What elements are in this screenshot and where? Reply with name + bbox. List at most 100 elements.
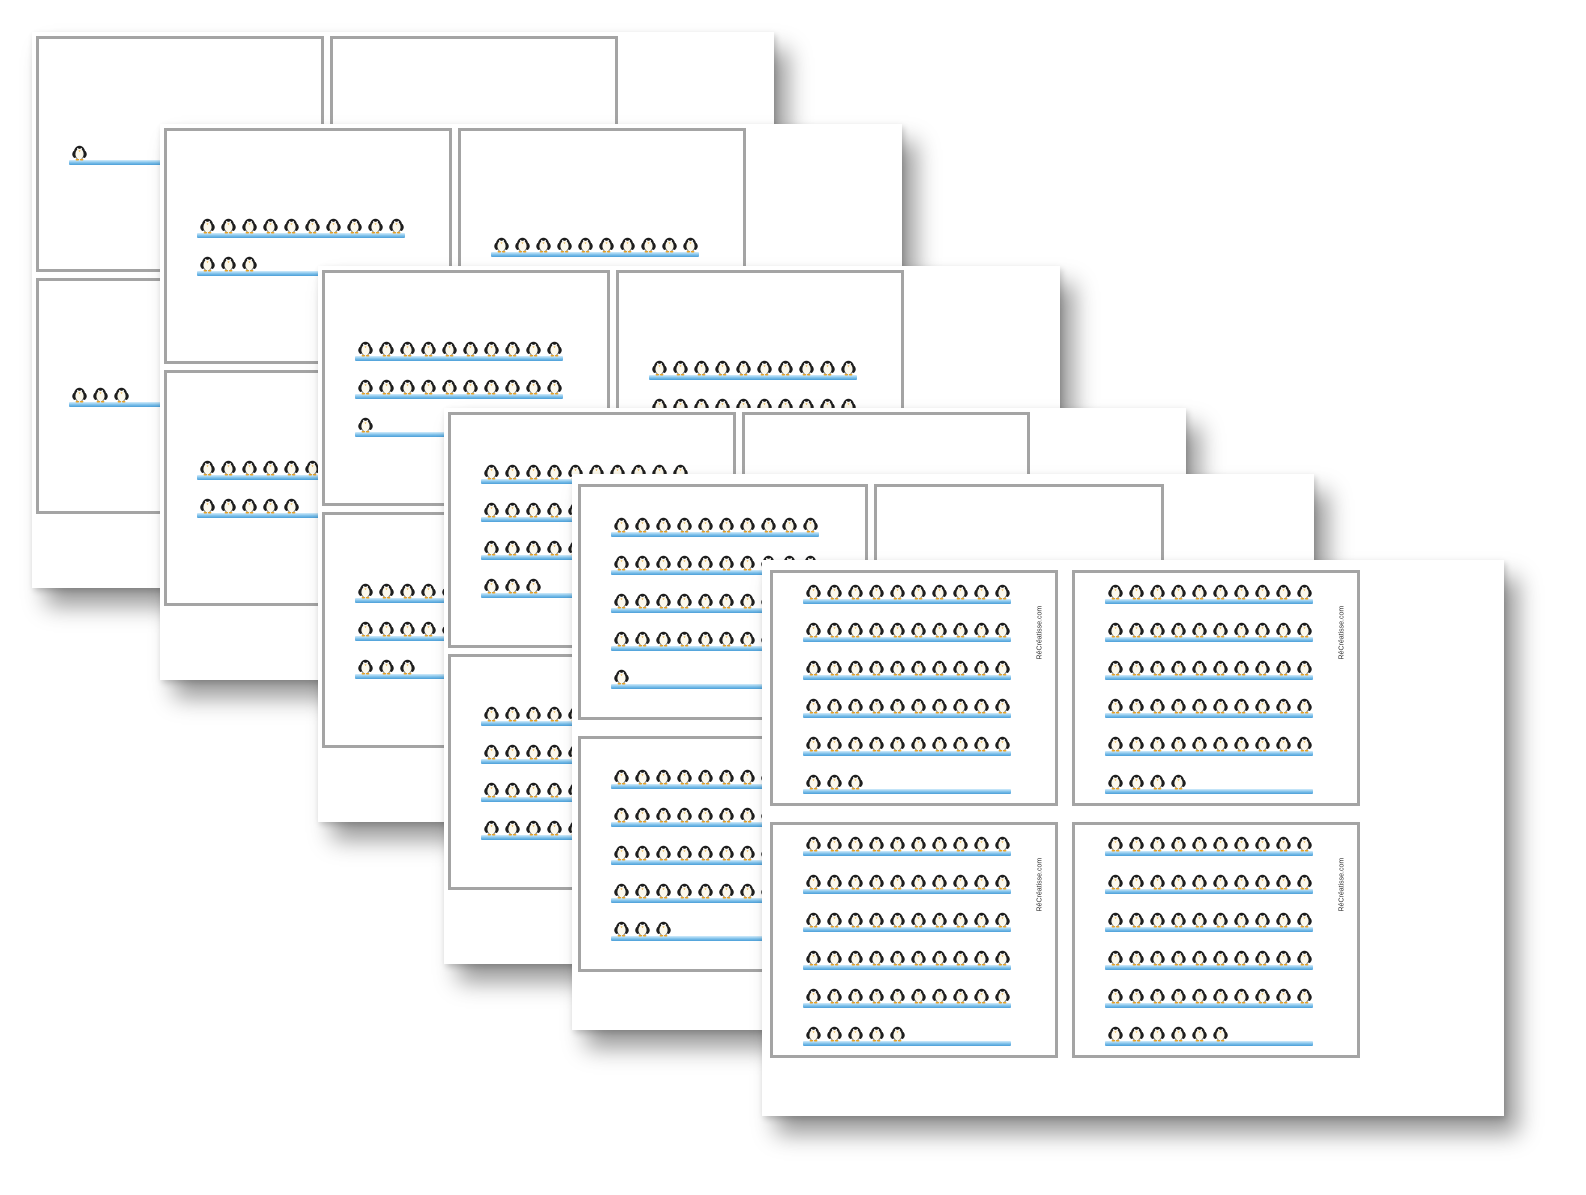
penguin-icon: [1273, 618, 1294, 643]
penguin-icon: [653, 917, 674, 942]
penguin-icon: [1210, 618, 1231, 643]
penguin-icon: [1105, 1022, 1126, 1047]
penguin-icon: [716, 589, 737, 614]
penguin-icon: [737, 513, 758, 538]
penguin-icon: [481, 574, 502, 599]
penguin-icon: [1273, 870, 1294, 895]
penguin-icon: [1105, 618, 1126, 643]
penguin-icon: [992, 984, 1013, 1009]
penguin-icon: [197, 494, 218, 519]
penguin-icon: [1147, 1022, 1168, 1047]
penguin-icon: [803, 1022, 824, 1047]
penguin-icon: [695, 551, 716, 576]
ice-floe-line: [355, 394, 563, 399]
penguin-icon: [523, 778, 544, 803]
penguin-icon: [1273, 832, 1294, 857]
penguin-icon: [1168, 770, 1189, 795]
penguin-icon: [239, 494, 260, 519]
penguin-icon: [1231, 580, 1252, 605]
penguin-icon: [887, 832, 908, 857]
penguin-icon: [502, 375, 523, 400]
penguin-icon: [1189, 984, 1210, 1009]
penguin-icon: [824, 908, 845, 933]
penguin-icon: [845, 732, 866, 757]
penguin-icon: [1273, 984, 1294, 1009]
penguin-icon: [1294, 832, 1315, 857]
penguin-icon: [908, 694, 929, 719]
penguin-icon: [502, 740, 523, 765]
penguin-icon: [992, 908, 1013, 933]
penguin-icon: [754, 356, 775, 381]
penguin-icon: [653, 841, 674, 866]
penguin-icon: [418, 579, 439, 604]
penguin-icon: [1189, 732, 1210, 757]
ice-floe-line: [803, 965, 1011, 970]
penguin-icon: [1294, 580, 1315, 605]
penguin-icon: [1231, 984, 1252, 1009]
penguin-icon: [887, 870, 908, 895]
penguin-icon: [779, 513, 800, 538]
penguin-icon: [111, 383, 132, 408]
penguin-icon: [971, 694, 992, 719]
penguin-icon: [281, 494, 302, 519]
penguin-icon: [481, 498, 502, 523]
penguin-icon: [1168, 984, 1189, 1009]
penguin-icon: [866, 870, 887, 895]
penguin-icon: [1126, 870, 1147, 895]
penguin-icon: [481, 337, 502, 362]
penguin-icon: [845, 618, 866, 643]
penguin-icon: [1147, 732, 1168, 757]
penguin-icon: [218, 494, 239, 519]
penguin-icon: [845, 1022, 866, 1047]
penguin-icon: [1147, 694, 1168, 719]
penguin-icon: [544, 778, 565, 803]
penguin-icon: [824, 694, 845, 719]
ice-floe-line: [197, 475, 405, 480]
penguin-icon: [491, 233, 512, 258]
penguin-icon: [397, 375, 418, 400]
penguin-icon: [908, 618, 929, 643]
penguin-icon: [481, 778, 502, 803]
penguin-icon: [1273, 732, 1294, 757]
penguin-icon: [1273, 656, 1294, 681]
penguin-icon: [674, 803, 695, 828]
penguin-icon: [481, 375, 502, 400]
penguin-icon: [887, 1022, 908, 1047]
penguin-icon: [638, 233, 659, 258]
penguin-icon: [1210, 732, 1231, 757]
penguin-icon: [1252, 870, 1273, 895]
penguin-icon: [929, 870, 950, 895]
penguin-icon: [575, 233, 596, 258]
penguin-icon: [1252, 984, 1273, 1009]
penguin-icon: [1252, 832, 1273, 857]
ice-floe-line: [611, 646, 819, 651]
penguin-icon: [674, 765, 695, 790]
penguin-icon: [439, 337, 460, 362]
ice-floe-line: [611, 570, 819, 575]
penguin-icon: [1168, 580, 1189, 605]
penguin-icon: [611, 841, 632, 866]
penguin-icon: [302, 214, 323, 239]
penguin-icon: [824, 732, 845, 757]
penguin-icon: [971, 870, 992, 895]
penguin-icon: [1273, 908, 1294, 933]
counting-card: RéCréatisse.com: [770, 822, 1058, 1058]
penguin-icon: [737, 627, 758, 652]
penguin-icon: [950, 656, 971, 681]
penguin-icon: [992, 946, 1013, 971]
penguin-icon: [908, 832, 929, 857]
penguin-icon: [1273, 694, 1294, 719]
penguin-icon: [653, 513, 674, 538]
penguin-icon: [418, 375, 439, 400]
penguin-icon: [544, 702, 565, 727]
penguin-icon: [887, 984, 908, 1009]
penguin-icon: [800, 513, 821, 538]
ice-floe-line: [803, 789, 1011, 794]
penguin-icon: [887, 618, 908, 643]
penguin-icon: [1294, 870, 1315, 895]
penguin-icon: [355, 375, 376, 400]
penguin-icon: [845, 832, 866, 857]
penguin-icon: [281, 214, 302, 239]
ice-floe-line: [611, 784, 819, 789]
ice-floe-line: [1105, 965, 1313, 970]
